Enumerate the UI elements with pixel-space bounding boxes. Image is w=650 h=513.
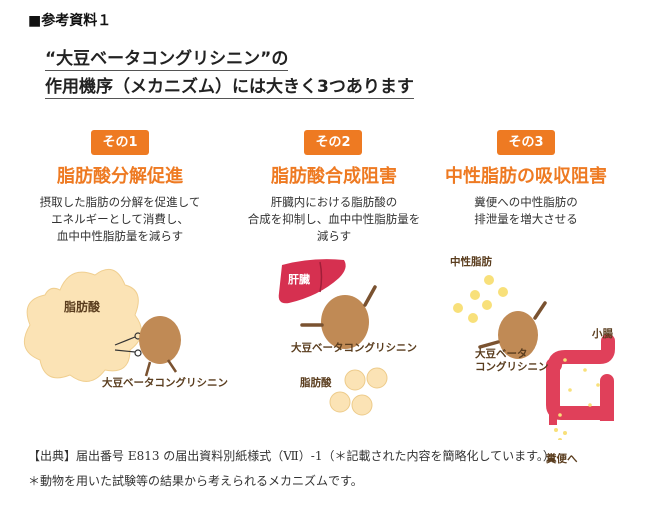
label-fatty-acid-cloud: 脂肪酸: [64, 300, 101, 314]
mechanism-3-desc: 糞便への中性脂肪の 排泄量を増大させる: [416, 194, 636, 228]
fatty-acid-molecules-icon: [329, 367, 388, 416]
mechanism-2-desc: 肝臓内における脂肪酸の 合成を抑制し、血中中性脂肪量を 減らす: [224, 194, 444, 245]
heading-line-1: “大豆ベータコングリシニン”の: [45, 49, 289, 71]
label-to-feces: 糞便へ: [546, 453, 578, 465]
label-liver: 肝臓: [288, 273, 310, 286]
desc-line: 減らす: [316, 229, 352, 243]
desc-line: 糞便への中性脂肪の: [474, 195, 578, 209]
badge-mechanism-1: その1: [91, 130, 149, 155]
mechanism-1-desc: 摂取した脂肪の分解を促進して エネルギーとして消費し、 血中中性脂肪量を減らす: [10, 194, 230, 245]
badge-mechanism-2: その2: [304, 130, 362, 155]
label-small-intestine: 小腸: [592, 328, 613, 340]
desc-line: 肝臓内における脂肪酸の: [270, 195, 398, 209]
footnote: ＊動物を用いた試験等の結果から考えられるメカニズムです。: [28, 474, 363, 488]
label-soy-3-line1: 大豆ベータ: [475, 348, 528, 360]
desc-line: 排泄量を増大させる: [474, 212, 578, 226]
mechanism-1-title: 脂肪酸分解促進: [57, 166, 183, 187]
soybean-character-icon-3: [478, 301, 547, 359]
fatty-acid-cloud-icon: [23, 268, 142, 382]
soybean-character-icon-2: [300, 285, 377, 349]
mechanism-illustrations: [23, 259, 615, 440]
liver-icon: [278, 259, 346, 304]
label-fatty-acid: 脂肪酸: [300, 377, 332, 389]
mechanism-2-title: 脂肪酸合成阻害: [271, 166, 397, 187]
badge-mechanism-3: その3: [497, 130, 555, 155]
desc-line: 摂取した脂肪の分解を促進して: [39, 195, 201, 209]
soybean-character-icon-1: [139, 316, 181, 377]
label-soy-2: 大豆ベータコングリシニン: [291, 342, 417, 354]
desc-line: 合成を抑制し、血中中性脂肪量を: [247, 212, 421, 226]
heading-line-2: 作用機序（メカニズム）には大きく3つあります: [45, 77, 414, 99]
mechanism-3-title: 中性脂肪の吸収阻害: [445, 166, 607, 187]
reference-title: ■参考資料１: [28, 13, 112, 29]
label-soy-1: 大豆ベータコングリシニン: [102, 377, 228, 389]
desc-line: 血中中性脂肪量を減らす: [56, 229, 184, 243]
desc-line: エネルギーとして消費し、: [51, 212, 189, 226]
label-neutral-fat: 中性脂肪: [450, 256, 492, 268]
source-citation: 【出典】届出番号 E813 の届出資料別紙様式（Ⅶ）-1（＊記載された内容を簡略…: [28, 449, 555, 463]
label-soy-3-line2: コングリシニン: [475, 361, 549, 373]
neutral-fat-dots-icon: [453, 275, 508, 323]
small-intestine-icon: [546, 334, 615, 440]
